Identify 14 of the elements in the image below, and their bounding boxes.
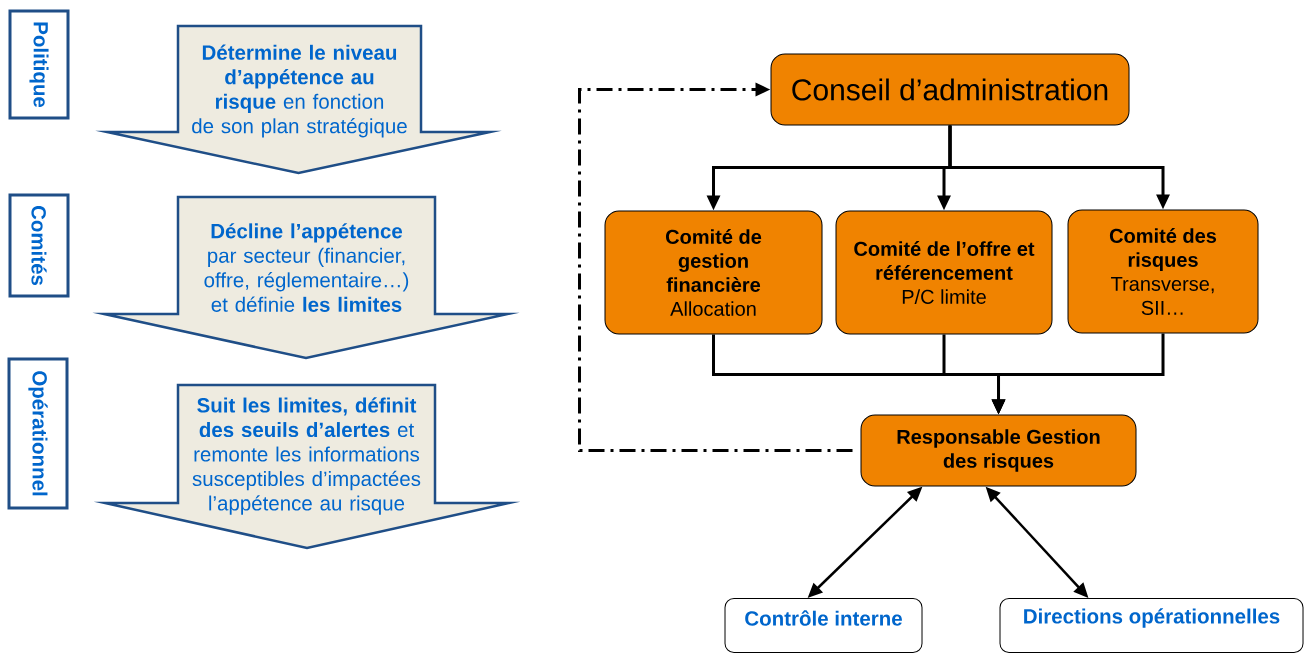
info-box: Contrôle interne bbox=[724, 598, 923, 653]
level-label-box: Politique bbox=[8, 9, 70, 120]
org-box: Responsable Gestion des risques bbox=[860, 414, 1137, 487]
org-box: Conseil d’administration bbox=[770, 53, 1130, 126]
arrow-callout-box: Détermine le niveau d’appétence au risque en fonction de son plan stratégique bbox=[95, 24, 502, 175]
info-box: Directions opérationnelles bbox=[999, 598, 1304, 653]
level-label-box: Opérationnel bbox=[7, 357, 69, 510]
org-box: Comité des risques Transverse, SII… bbox=[1067, 209, 1259, 334]
arrow-callout-box: Suit les limites, définit des seuils d’alertes et remonte les informations susceptibles d’impactées l’appétence au risque bbox=[93, 383, 521, 550]
arrow-callout-box: Décline l’appétence par secteur (financier, offre, réglementaire…) et définie les limites bbox=[92, 195, 520, 360]
level-label-box: Comités bbox=[8, 193, 70, 298]
org-box: Comité de gestion financière Allocation bbox=[604, 210, 823, 335]
dash-dot-arrow bbox=[578, 82, 853, 452]
org-box: Comité de l’offre et référencement P/C limite bbox=[835, 210, 1053, 335]
